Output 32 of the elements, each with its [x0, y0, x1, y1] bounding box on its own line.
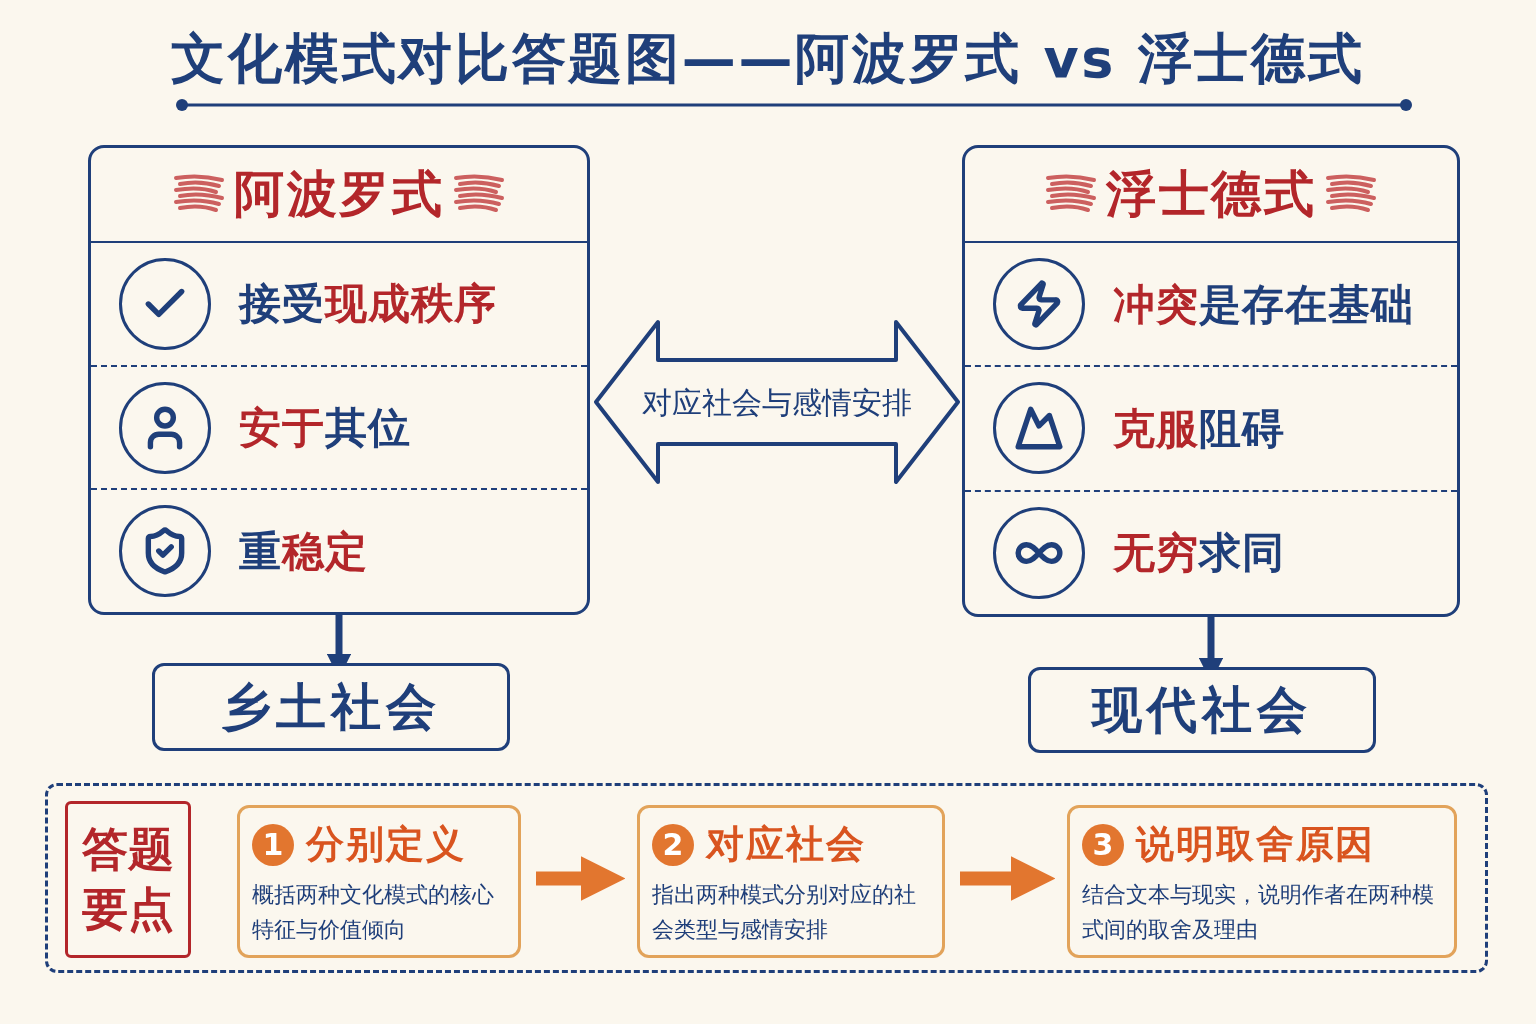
step-heading: 分别定义 [306, 821, 466, 868]
step-heading: 对应社会 [706, 821, 866, 868]
society-box [152, 663, 510, 751]
step-number: 1 [252, 823, 294, 866]
step-box [237, 805, 521, 958]
society-box [1028, 667, 1376, 753]
trait-text: 无穷求同 [1113, 527, 1286, 580]
trait-text: 接受现成秩序 [239, 278, 498, 331]
panel-heading: 浮士德式 [1106, 164, 1316, 225]
title: 文化模式对比答题图——阿波罗式 vs 浮士德式 [171, 26, 1365, 92]
model-panel [88, 145, 590, 615]
step-box [1067, 805, 1457, 958]
step-number: 2 [652, 823, 694, 866]
dashed-frame [45, 783, 1488, 973]
arrow [960, 856, 1056, 901]
step-box [637, 805, 945, 958]
trait-text: 克服阻碍 [1113, 403, 1286, 455]
step-description: 指出两种模式分别对应的社会类型与感情安排 [652, 881, 917, 945]
trait-text: 重稳定 [239, 525, 369, 578]
society-label: 乡土社会 [221, 676, 441, 738]
key-points-box [65, 801, 191, 958]
trait-text: 安于其位 [239, 402, 412, 454]
step-description: 概括两种文化模式的核心特征与价值倾向 [252, 881, 495, 945]
arrow [536, 856, 626, 901]
step-heading: 说明取舍原因 [1136, 821, 1376, 868]
key-points-label: 答题要点 [81, 820, 175, 938]
society-label: 现代社会 [1092, 679, 1312, 741]
trait-text: 冲突是存在基础 [1113, 278, 1415, 331]
model-panel [962, 145, 1460, 617]
panel-heading: 阿波罗式 [234, 164, 444, 225]
step-number: 3 [1082, 823, 1124, 866]
step-description: 结合文本与现实，说明作者在两种模式间的取舍及理由 [1082, 881, 1435, 945]
